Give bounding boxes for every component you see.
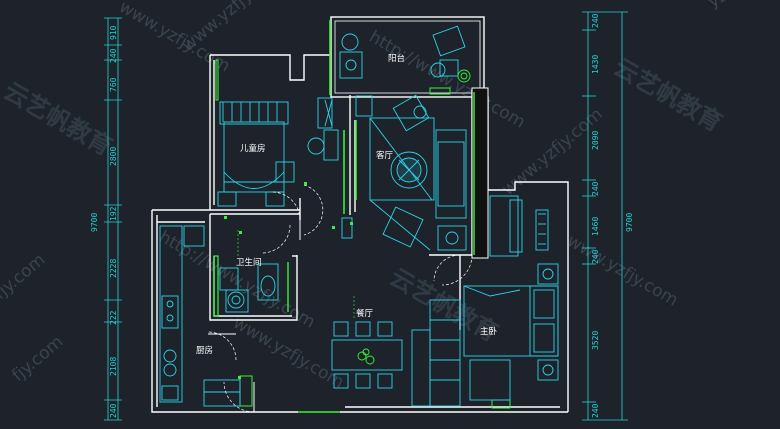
kitchen-furniture [159,225,241,407]
watermark-brand-left: 云艺帆教育 [0,77,117,161]
room-label-master-bedroom: 主卧 [480,326,498,337]
walls [151,16,569,413]
balcony-furniture [339,25,471,83]
watermark-url-right-bottom: www.yzfjy.com [564,231,682,311]
room-labels: 阳台 儿童房 客厅 卫生间 餐厅 主卧 厨房 [196,53,498,356]
room-label-balcony: 阳台 [388,53,405,64]
dimension-left [104,17,122,421]
dim-left-total: 9700 [90,213,99,232]
room-label-dining-room: 餐厅 [356,309,374,319]
watermark-fragment-left: fjy.com [0,250,49,304]
room-label-children-room: 儿童房 [240,143,266,154]
furniture [159,25,559,407]
dimension-left-labels: 910 240 760 2800 192 2228 222 2108 240 9… [90,25,118,418]
dim-right-240-top: 240 [591,13,600,28]
dim-left-910: 910 [109,25,118,40]
watermark-url-bottom: www.yzfjy.com [230,313,348,393]
leader-lines [237,230,355,320]
dim-right-240: 240 [591,181,600,196]
dimension-right [582,11,628,421]
bathroom-furniture [219,263,279,313]
room-label-living-room: 客厅 [376,150,394,161]
children-room-furniture [217,101,295,207]
dim-right-2090: 2090 [591,131,600,150]
master-bedroom-furniture [463,195,559,401]
dim-left-192: 192 [109,206,118,221]
door-swings [207,184,473,413]
dim-right-1460: 1460 [591,217,600,236]
watermark-fragment-left-bottom: fjy.com [8,332,67,386]
dining-furniture [331,299,461,407]
dim-right-3520: 3520 [591,331,600,350]
markers [224,182,353,379]
dim-left-2228: 2228 [109,259,118,278]
dim-right-total: 9700 [625,213,634,232]
room-label-bathroom: 卫生间 [236,257,262,268]
dim-left-222: 222 [109,310,118,325]
dim-right-240-bottom: 240 [591,403,600,418]
room-label-kitchen: 厨房 [196,345,213,356]
dim-left-240-bottom: 240 [109,403,118,418]
living-room-furniture [369,94,467,251]
watermark-brand-right: 云艺帆教育 [609,53,727,137]
dim-left-760: 760 [109,77,118,92]
structural-accents [213,20,511,409]
door-leaves [208,214,340,413]
watermark-url-right-top: yzfjy [705,0,749,12]
dim-right-240-mid: 240 [591,249,600,264]
dimension-right-labels: 240 1430 2090 240 1460 240 3520 240 9700 [591,13,634,418]
watermark-url-center: http://www.yzfjy.com [366,27,529,133]
dim-left-240: 240 [109,48,118,63]
watermark-url-children: www.yzfjy.com [178,0,286,56]
corridor-furniture [307,95,373,239]
dim-left-2108: 2108 [109,357,118,376]
dim-right-1430: 1430 [591,55,600,74]
dim-left-2800: 2800 [109,147,118,166]
